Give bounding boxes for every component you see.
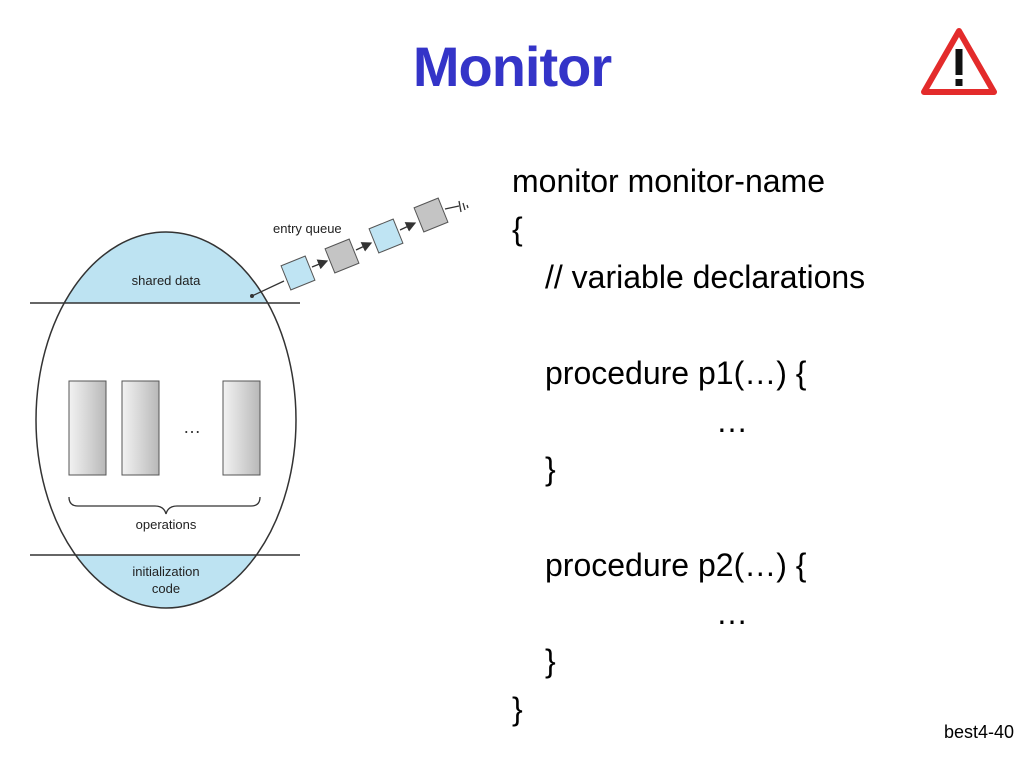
code-line: monitor monitor-name (512, 163, 825, 199)
monitor-oval (35, 231, 297, 609)
code-line: } (545, 451, 556, 487)
operations-brace (68, 496, 261, 515)
queue-box (368, 218, 404, 254)
code-line: … (716, 595, 748, 631)
queue-box (413, 197, 449, 233)
code-line: { (512, 211, 523, 247)
operation-box (222, 380, 261, 476)
code-line: procedure p1(…) { (545, 355, 807, 391)
operation-box (68, 380, 107, 476)
slide-title: Monitor (412, 35, 612, 98)
slide-footer: best4-40 (943, 722, 1014, 742)
shared-data-band (36, 232, 296, 303)
operations-ellipsis: … (183, 417, 201, 437)
initialization-label-line2: code (152, 581, 180, 596)
ground-symbol (444, 200, 469, 213)
code-line: procedure p2(…) { (545, 547, 807, 583)
initialization-label-line1: initialization (132, 564, 199, 579)
shared-data-label: shared data (132, 273, 201, 288)
queue-box (324, 238, 360, 274)
code-line: … (716, 403, 748, 439)
code-line: } (545, 643, 556, 679)
code-line: // variable declarations (545, 259, 866, 295)
entry-queue-label: entry queue (273, 221, 342, 236)
code-line: } (512, 691, 523, 727)
queue-box (280, 255, 316, 291)
warning-icon (921, 28, 997, 95)
operation-box (121, 380, 160, 476)
operations-label: operations (136, 517, 197, 532)
